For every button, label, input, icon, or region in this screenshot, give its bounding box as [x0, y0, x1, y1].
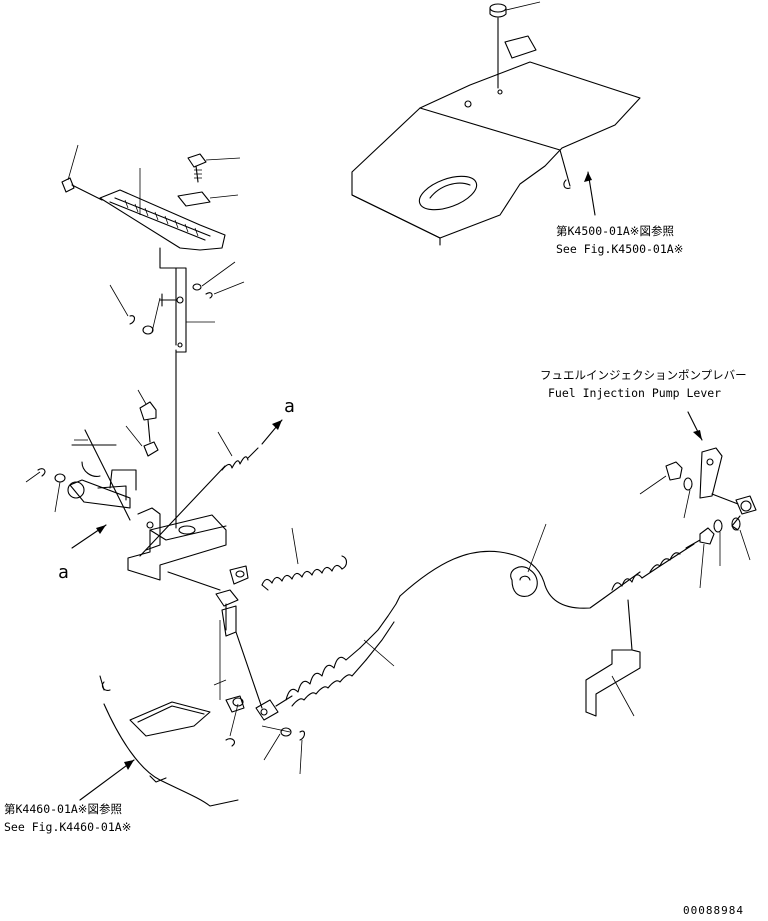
- marker-a-upper: a: [284, 396, 295, 417]
- marker-a-lower: a: [58, 562, 69, 583]
- fuel-pump-lever: [639, 411, 757, 589]
- control-cable: [255, 523, 701, 721]
- floor-plate: [79, 675, 306, 807]
- ref-label-bottom-jp: 第K4460-01A※図参照: [4, 802, 122, 816]
- rod-to-marker-a: [139, 419, 283, 557]
- ref-label-top-en: See Fig.K4500-01A※: [556, 242, 683, 256]
- floor-cover: [351, 1, 641, 246]
- accelerator-pedal: [61, 144, 245, 529]
- fuel-lever-label-jp: フュエルインジェクションポンプレバー: [540, 368, 747, 382]
- return-spring: [261, 527, 348, 591]
- drawing-number: 00088984: [683, 904, 744, 917]
- ref-label-bottom-en: See Fig.K4460-01A※: [4, 820, 131, 834]
- bracket-assembly: [25, 389, 263, 709]
- ref-label-top-jp: 第K4500-01A※図参照: [556, 224, 674, 238]
- fuel-lever-label-en: Fuel Injection Pump Lever: [548, 386, 721, 400]
